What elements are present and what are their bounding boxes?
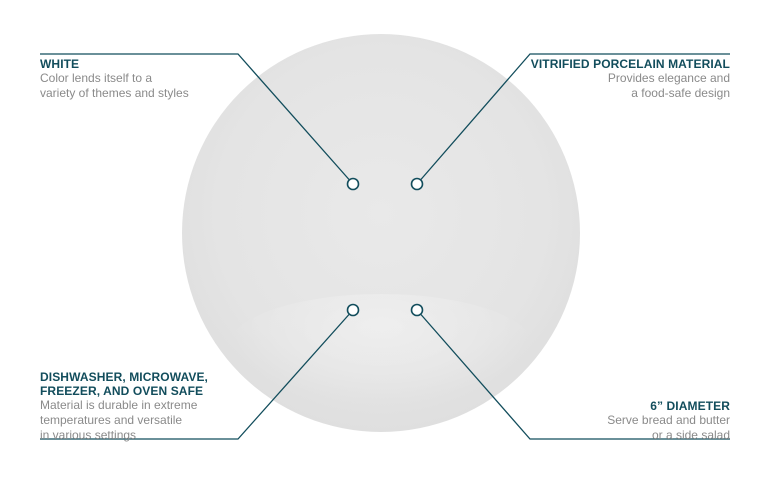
callout-diameter-description: Serve bread and butter or a side salad bbox=[607, 413, 730, 442]
callout-white-title: WHITE bbox=[40, 57, 80, 71]
callout-vitrified-description: Provides elegance and a food-safe design bbox=[607, 71, 730, 100]
callout-vitrified-title: VITRIFIED PORCELAIN MATERIAL bbox=[530, 57, 730, 71]
callout-line-diameter bbox=[416, 309, 730, 440]
plate-image bbox=[182, 34, 580, 432]
callout-dishwasher-description: Material is durable in extreme temperatu… bbox=[40, 398, 198, 442]
callout-line-white bbox=[40, 53, 354, 185]
callout-diameter-title: 6” DIAMETER bbox=[650, 399, 730, 413]
callout-dishwasher: DISHWASHER, MICROWAVE, FREEZER, AND OVEN… bbox=[40, 370, 208, 443]
callout-marker-white bbox=[346, 177, 360, 191]
callout-marker-dishwasher bbox=[346, 303, 360, 317]
callout-line-dishwasher bbox=[40, 309, 354, 440]
callout-line-vitrified bbox=[416, 53, 730, 185]
callout-vitrified: VITRIFIED PORCELAIN MATERIAL Provides el… bbox=[531, 57, 730, 101]
callout-white-description: Color lends itself to a variety of theme… bbox=[40, 71, 189, 100]
callout-diameter: 6” DIAMETER Serve bread and butter or a … bbox=[607, 399, 730, 443]
callout-marker-vitrified bbox=[410, 177, 424, 191]
plate-highlight bbox=[226, 294, 536, 404]
callout-white: WHITE Color lends itself to a variety of… bbox=[40, 57, 189, 101]
callout-dishwasher-title: DISHWASHER, MICROWAVE, FREEZER, AND OVEN… bbox=[40, 370, 208, 398]
callout-marker-diameter bbox=[410, 303, 424, 317]
